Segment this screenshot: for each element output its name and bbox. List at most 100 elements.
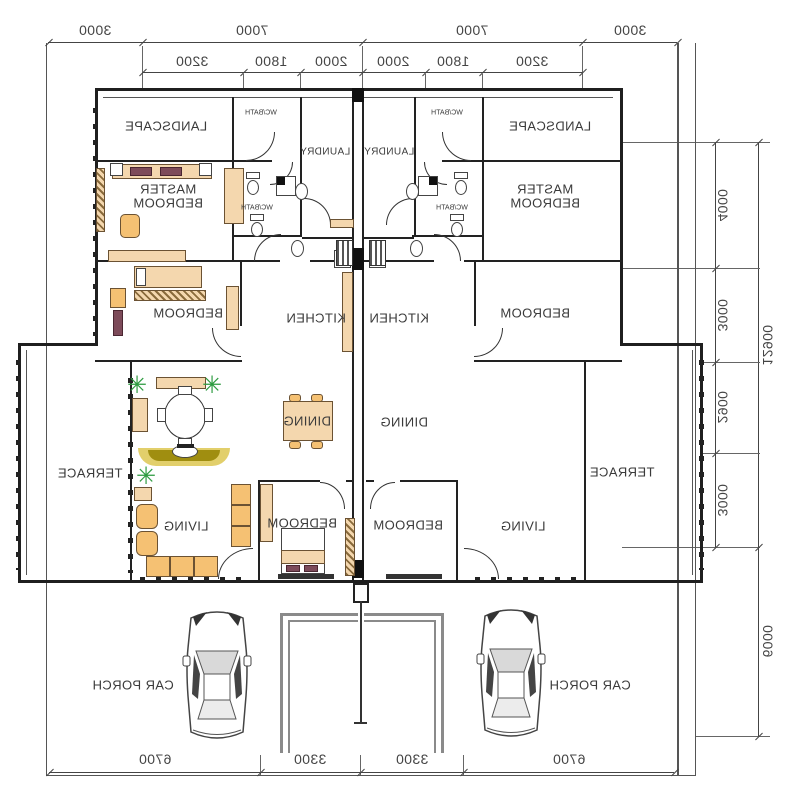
porch-roof-line bbox=[434, 620, 436, 753]
wall-interior bbox=[258, 480, 320, 482]
plant-icon: ✳ bbox=[201, 372, 223, 399]
wall-exterior bbox=[620, 343, 703, 346]
dim-label: 6000 bbox=[760, 624, 776, 658]
wardrobe-hatch bbox=[134, 290, 206, 301]
toilet-bowl bbox=[247, 180, 259, 195]
property-line-left bbox=[46, 43, 47, 775]
dim-label: 1800 bbox=[254, 53, 288, 69]
bed-blanket bbox=[281, 550, 325, 564]
room-label-laundry-left: LAUNDRY bbox=[299, 146, 351, 158]
bed bbox=[134, 266, 202, 288]
extension-line bbox=[260, 755, 261, 775]
wall-interior bbox=[474, 360, 622, 362]
dim-label: 7000 bbox=[455, 22, 489, 38]
dining-chair bbox=[289, 394, 301, 402]
dim-label: 3000 bbox=[613, 22, 647, 38]
party-wall bbox=[362, 88, 364, 580]
property-line-right-outer bbox=[677, 43, 679, 775]
dresser bbox=[108, 250, 186, 262]
extension-line bbox=[622, 142, 770, 143]
property-line-bottom bbox=[46, 775, 696, 776]
wardrobe bbox=[260, 484, 273, 542]
extension-line bbox=[695, 736, 770, 737]
door-arc bbox=[218, 548, 253, 579]
wall-interior bbox=[240, 260, 242, 326]
side-table bbox=[110, 288, 126, 308]
wardrobe-end bbox=[110, 163, 123, 176]
extension-line bbox=[700, 362, 760, 363]
party-wall-fill bbox=[352, 88, 364, 102]
dining-table bbox=[283, 401, 333, 441]
dining-chair bbox=[311, 394, 323, 402]
dim-label: 2000 bbox=[314, 53, 348, 69]
plant-icon: ✳ bbox=[135, 463, 157, 490]
dim-label: 3000 bbox=[715, 483, 731, 517]
sink bbox=[295, 183, 308, 200]
door-arc bbox=[212, 328, 241, 357]
dining-chair bbox=[289, 441, 301, 449]
sofa-seat bbox=[231, 484, 251, 505]
wall-interior bbox=[584, 360, 586, 580]
wall-interior bbox=[474, 260, 476, 326]
room-label-dining-left: DINING bbox=[283, 413, 331, 429]
chair bbox=[157, 408, 166, 422]
room-label-bedroom2-right: BEDROOM bbox=[500, 305, 570, 321]
room-label-living-left: LIVING bbox=[163, 518, 209, 534]
wall-interior bbox=[456, 480, 458, 580]
room-label-master-left2: BEDROOM bbox=[133, 195, 203, 211]
sofa-seat bbox=[146, 556, 170, 577]
wall-interior bbox=[364, 260, 434, 262]
drawer bbox=[130, 167, 152, 176]
sink bbox=[410, 240, 423, 257]
room-label-kitchen-right: KITCHEN bbox=[369, 310, 429, 326]
extension-line bbox=[360, 755, 361, 775]
sink bbox=[291, 240, 304, 257]
dim-label: 1800 bbox=[436, 53, 470, 69]
side-table bbox=[134, 487, 152, 501]
wall-interior bbox=[130, 360, 132, 580]
wall-interior bbox=[95, 260, 280, 262]
dim-label: 3300 bbox=[293, 751, 327, 767]
wardrobe bbox=[226, 286, 239, 330]
room-label-terrace-right: TERRACE bbox=[589, 464, 655, 480]
wall-interior bbox=[400, 480, 456, 482]
door-arc bbox=[464, 548, 499, 579]
porch-roof-line bbox=[288, 620, 358, 622]
wall-interior bbox=[258, 480, 260, 580]
wall-interior bbox=[95, 160, 232, 162]
wall-interior bbox=[300, 97, 302, 237]
dim-label: 6700 bbox=[138, 751, 172, 767]
wall-interior bbox=[442, 160, 482, 162]
porch-roof-line bbox=[441, 613, 444, 753]
chair bbox=[204, 408, 213, 422]
dim-label: 12900 bbox=[760, 324, 776, 366]
pillow bbox=[286, 565, 300, 572]
room-label-wcbath: WC/BATH bbox=[241, 204, 273, 212]
shower-drain bbox=[277, 177, 285, 185]
wall-inner-face bbox=[692, 350, 693, 575]
round-table bbox=[164, 393, 206, 439]
wardrobe-end bbox=[199, 163, 212, 176]
room-label-carporch-left: CAR PORCH bbox=[92, 677, 174, 693]
wall-inner-face bbox=[26, 350, 27, 575]
porch-roof-line bbox=[364, 613, 444, 616]
sofa-seat bbox=[231, 505, 251, 526]
window-hatch bbox=[16, 360, 21, 570]
extension-line bbox=[142, 46, 143, 88]
drawer bbox=[113, 310, 123, 336]
porch-divider-line bbox=[360, 601, 362, 723]
room-label-bedroom3-left: BEDROOM bbox=[267, 515, 337, 531]
extension-line bbox=[582, 46, 583, 88]
washing-machine bbox=[336, 240, 353, 266]
car-top-view bbox=[476, 609, 546, 737]
drawer bbox=[160, 167, 182, 176]
dining-chair bbox=[311, 441, 323, 449]
dim-label: 6700 bbox=[552, 751, 586, 767]
toilet-bowl bbox=[451, 222, 463, 237]
door-arc bbox=[474, 328, 503, 357]
toilet-tank bbox=[454, 172, 468, 179]
wall-exterior bbox=[620, 88, 623, 346]
porch-roof-line bbox=[280, 613, 358, 616]
dim-label: 4000 bbox=[715, 188, 731, 222]
